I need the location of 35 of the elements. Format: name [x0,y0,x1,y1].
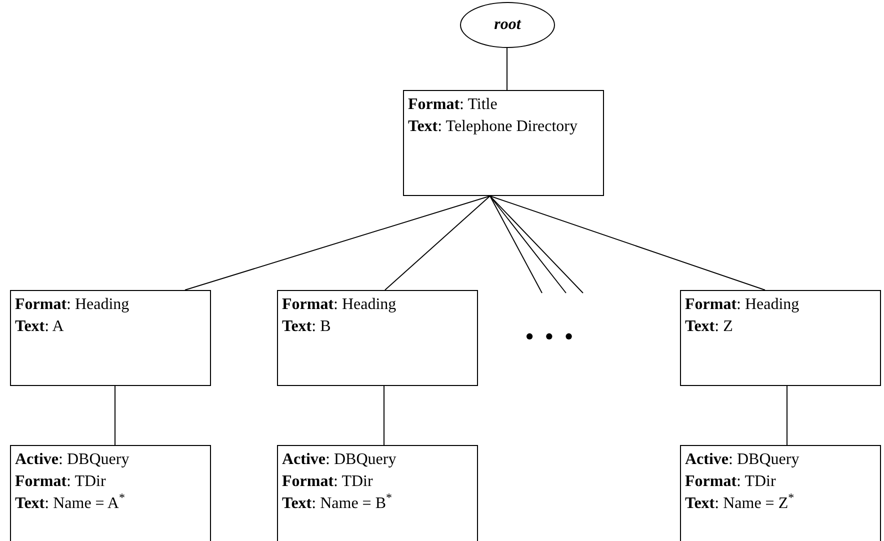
node-text: Text: Telephone Directory [408,117,578,137]
node-text: Format: Heading [15,295,130,315]
node-text: Text: A [15,317,64,337]
node-text: Text: Name = A$^{*}$ [15,493,125,514]
node-box [10,290,211,386]
node-text: Format: TDir [15,472,106,492]
connector-line [490,196,766,290]
node-text: Active: DBQuery [282,450,396,470]
node-box [277,290,478,386]
node-box [277,445,478,541]
node-text: Format: Heading [282,295,396,315]
connector-line [490,196,566,294]
node-text: Format: TDir [685,472,776,492]
connector-line [786,386,788,446]
node-text: Active: DBQuery [685,450,800,470]
connector-line [490,196,584,294]
connector-line [384,196,490,290]
ellipsis-label: • • • [525,322,576,352]
connector-line [506,48,508,90]
node-box [403,90,604,196]
node-text: Format: Title [408,95,498,115]
node-text: root [494,15,521,35]
connector-line [184,196,490,290]
node-text: Active: DBQuery [15,450,130,470]
node-text: Format: Heading [685,295,800,315]
node-text: Text: Z [685,317,733,337]
node-text: Format: TDir [282,472,373,492]
node-box [680,290,881,386]
node-box [10,445,211,541]
connector-line [490,196,542,294]
node-box [680,445,881,541]
connector-line [114,386,116,446]
node-text: Text: B [282,317,331,337]
node-text: Text: Name = B$^{*}$ [282,493,392,514]
node-text: Text: Name = Z$^{*}$ [685,493,794,514]
